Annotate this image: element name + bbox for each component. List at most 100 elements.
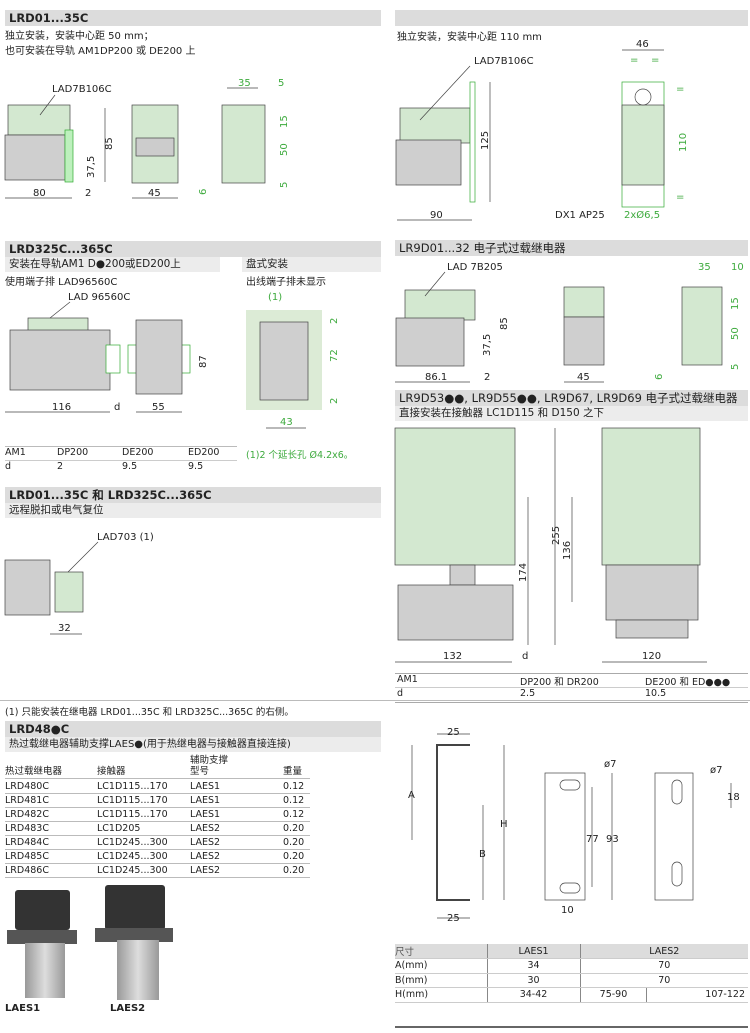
dim-label: 85 <box>104 137 115 150</box>
remote-relay-view <box>4 559 84 616</box>
dim-label: 37,5 <box>482 334 493 356</box>
dim-label: 116 <box>52 402 71 413</box>
dim-label: 5 <box>279 182 290 188</box>
table-cell: LRD486C <box>5 865 49 876</box>
lrd325-panel-note: 出线端子排未显示 <box>246 277 326 288</box>
right1-side-view <box>395 81 476 203</box>
th-relay: 热过载继电器 <box>5 766 63 777</box>
dim-label: 93 <box>606 834 619 845</box>
td: 10.5 <box>645 688 667 699</box>
dim-label: 125 <box>480 131 491 150</box>
lr9d01-mounting-plate <box>681 286 723 366</box>
laes1-photo <box>5 885 85 1000</box>
th: ED200 <box>188 447 220 458</box>
td: 107-122 <box>646 987 748 1003</box>
dim-label: 50 <box>279 143 290 156</box>
section-title-remote: LRD01...35C 和 LRD325C...365C <box>5 487 381 503</box>
dim-label: A <box>408 790 415 801</box>
lrd325-panel-view <box>259 321 309 401</box>
th-contactor: 接触器 <box>97 766 126 777</box>
th-support: 型号 <box>190 766 210 777</box>
dim-label: 72 <box>329 349 340 362</box>
remote-note: 远程脱扣或电气复位 <box>5 503 381 518</box>
td: 34 <box>486 958 580 974</box>
photo-label-laes1: LAES1 <box>5 1003 41 1014</box>
td: A(mm) <box>395 958 487 974</box>
lrd325-side-view <box>9 317 121 391</box>
dim-label: 2 <box>329 318 340 324</box>
table-cell: LRD482C <box>5 809 49 820</box>
dim-label: 2 <box>484 372 490 383</box>
td: H(mm) <box>395 987 487 1003</box>
dim-label: = <box>676 84 684 95</box>
section-title-lrd325: LRD325C...365C <box>5 241 381 257</box>
table-cell: 0.20 <box>283 837 305 848</box>
dim-label: LAD 7B205 <box>447 262 503 273</box>
dim-label: 25 <box>447 727 460 738</box>
dim-label: 120 <box>642 651 661 662</box>
dim-label: 37,5 <box>86 156 97 178</box>
dim-label: 136 <box>562 541 573 560</box>
th: DE200 和 ED●●● <box>645 677 731 688</box>
table-cell: LC1D115...170 <box>97 809 168 820</box>
td: 9.5 <box>122 461 138 472</box>
td: 2 <box>57 461 64 472</box>
dim-label: 77 <box>586 834 599 845</box>
table-cell: LAES1 <box>190 795 221 806</box>
lrd48-note: 热过载继电器辅助支撑LAES●(用于热继电器与接触器直接连接) <box>5 737 381 752</box>
th: DP200 <box>57 447 89 458</box>
th-weight: 重量 <box>283 766 303 777</box>
dim-label: 35 <box>698 262 711 273</box>
dim-label: = <box>676 192 684 203</box>
table-cell: 0.20 <box>283 851 305 862</box>
table-cell: LC1D245...300 <box>97 851 168 862</box>
th: 尺寸 <box>395 944 487 959</box>
dim-label: 15 <box>730 297 741 310</box>
td: 75-90 <box>579 987 647 1003</box>
dim-label: = <box>651 55 659 66</box>
table-cell: LRD481C <box>5 795 49 806</box>
section-bar-right <box>395 10 748 26</box>
table-cell: LC1D205 <box>97 823 141 834</box>
lrd01-note-1: 独立安装，安装中心距 50 mm； <box>5 31 154 42</box>
lr9d01-side-view <box>395 289 476 367</box>
dim-label: ø7 <box>604 759 616 770</box>
bottom-rule <box>395 1026 748 1028</box>
td: d <box>397 688 404 699</box>
dim-label: 110 <box>678 133 689 152</box>
table-cell: LAES2 <box>190 851 221 862</box>
lrd01-side-view <box>4 104 74 183</box>
lrd325-note-1: 安装在导轨AM1 D●200或ED200上 <box>5 257 220 272</box>
th-support-top: 辅助支撑 <box>190 755 229 766</box>
table-cell: LAES2 <box>190 865 221 876</box>
td: 70 <box>579 958 748 974</box>
section-title-lrd01: LRD01...35C <box>5 10 381 26</box>
dim-label: 2 <box>329 398 340 404</box>
dim-label: 32 <box>58 623 71 634</box>
table-cell: LRD483C <box>5 823 49 834</box>
dim-label: 45 <box>148 188 161 199</box>
dim-label: 6 <box>198 189 209 195</box>
td: 9.5 <box>188 461 204 472</box>
dim-label: 90 <box>430 210 443 221</box>
dim-label: 25 <box>447 913 460 924</box>
th: LAES1 <box>486 944 580 959</box>
table-cell: 0.12 <box>283 809 305 820</box>
dim-label: LAD7B106C <box>52 84 112 95</box>
lr9d01-front-view <box>563 286 605 366</box>
dim-label: LAD 96560C <box>68 292 130 303</box>
dim-label: 174 <box>518 563 529 582</box>
dim-label: 86.1 <box>425 372 447 383</box>
photo-label-laes2: LAES2 <box>110 1003 146 1014</box>
dim-label: d <box>114 402 120 413</box>
dim-label: 6 <box>654 374 665 380</box>
table-cell: LAES1 <box>190 781 221 792</box>
lr9d53-d-table: AM1 DP200 和 DR200 DE200 和 ED●●● d 2.5 10… <box>395 673 748 703</box>
dim-label: 43 <box>280 417 293 428</box>
dim-label: 80 <box>33 188 46 199</box>
dim-label: 2xØ6,5 <box>624 209 660 221</box>
